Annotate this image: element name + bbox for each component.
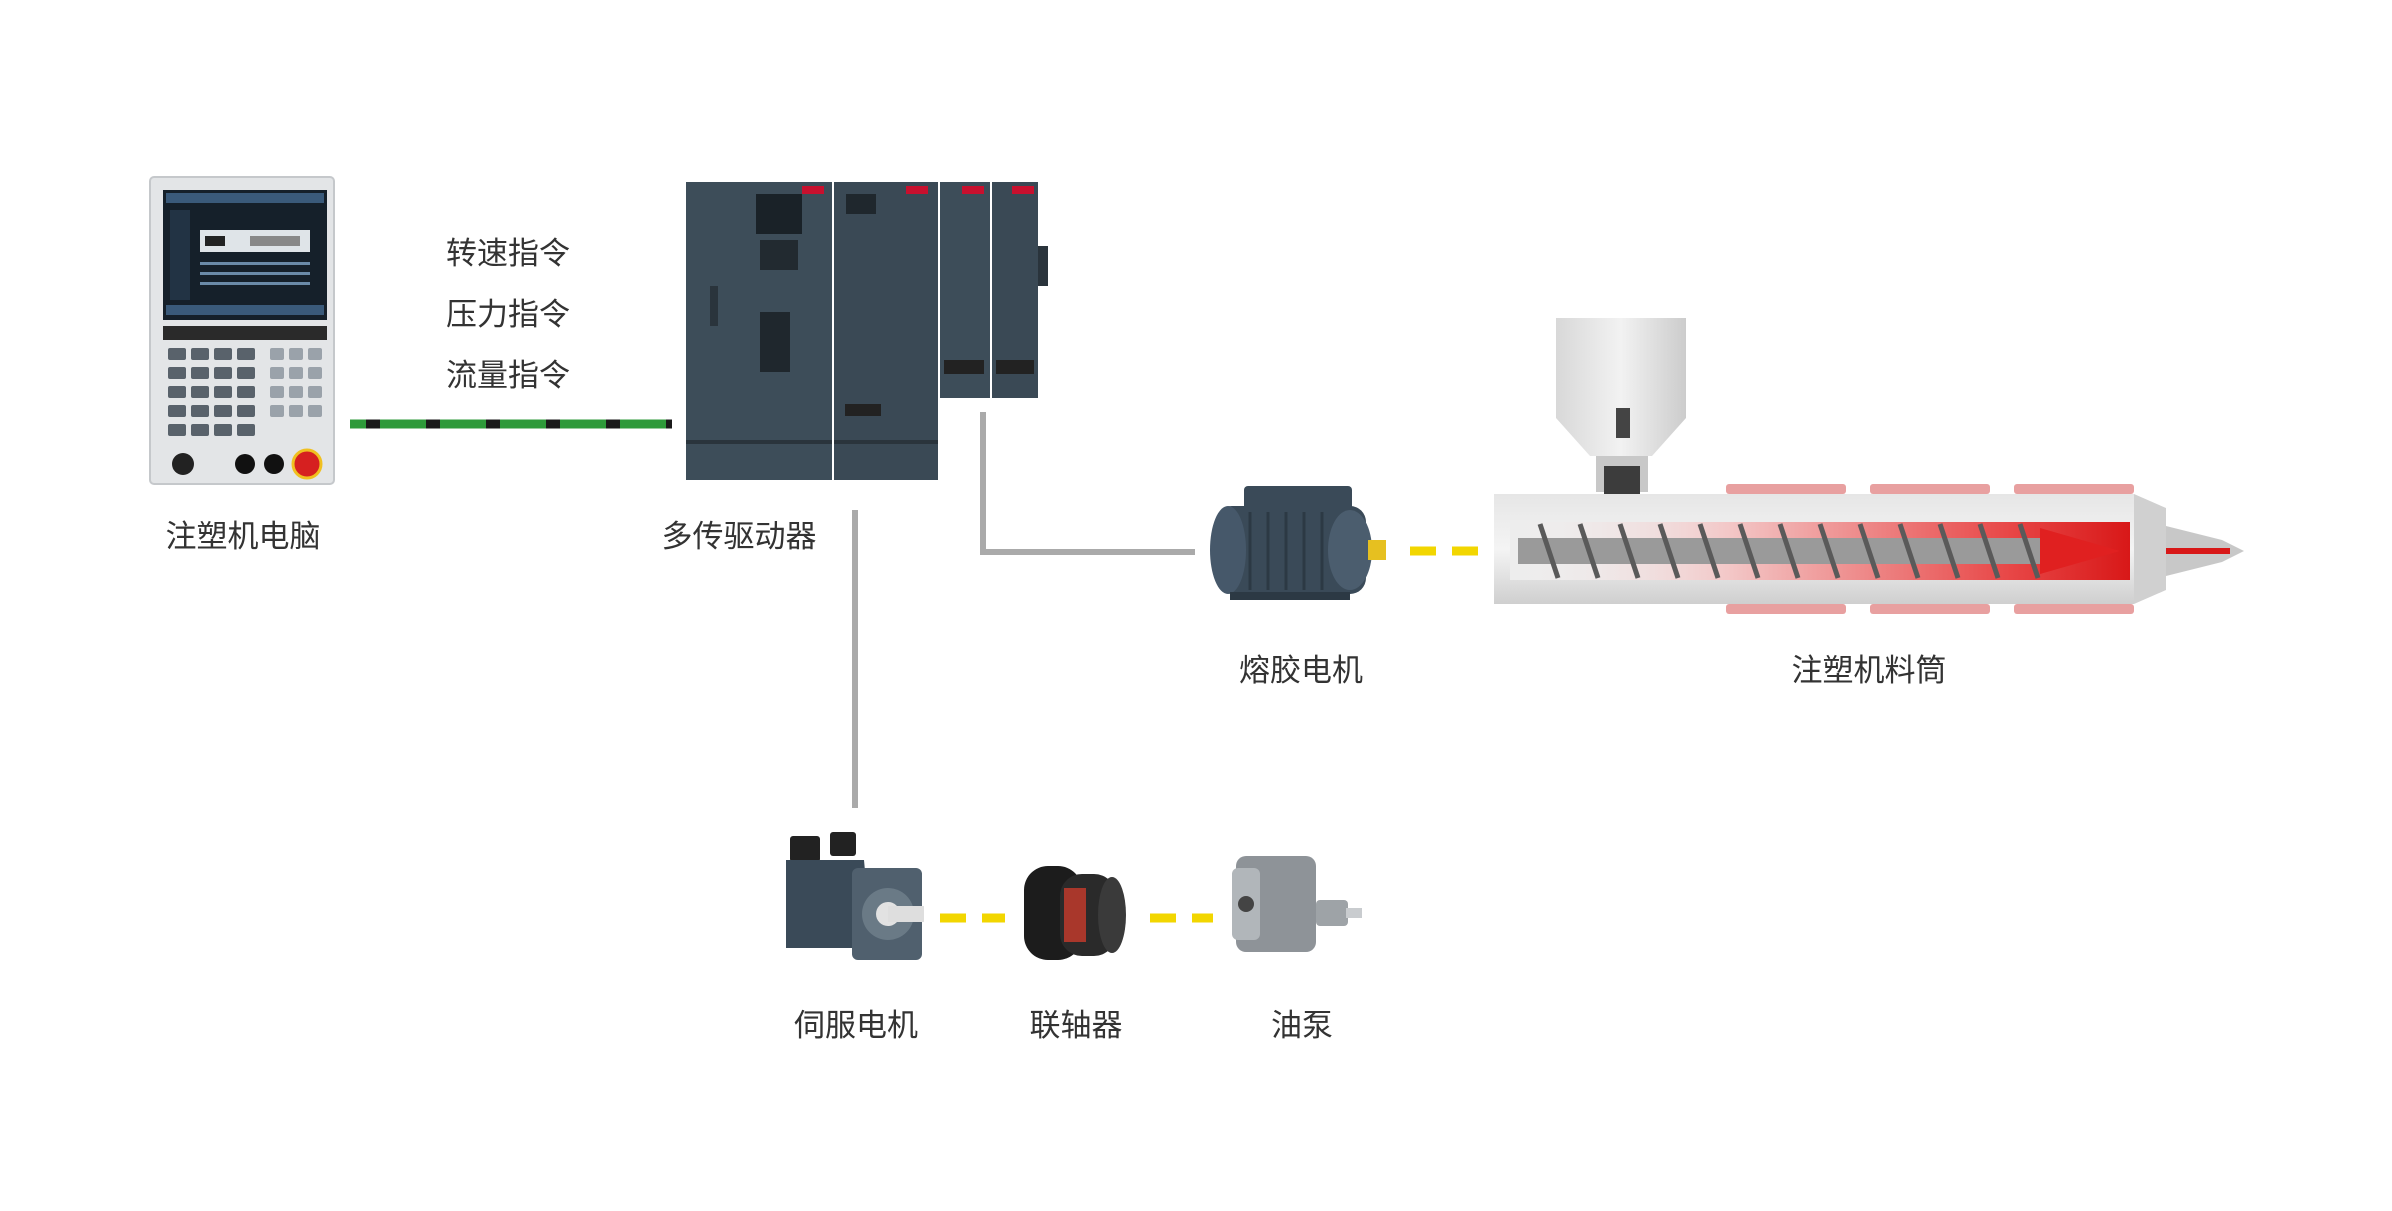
coupling: [1024, 866, 1126, 960]
command-flow: 流量指令: [446, 358, 570, 394]
command-speed: 转速指令: [446, 236, 570, 272]
label-oil-pump: 油泵: [1271, 1008, 1333, 1044]
injection-barrel: [1494, 318, 2244, 614]
melt-motor: [1210, 486, 1386, 600]
servo-motor: [786, 832, 924, 960]
label-drive: 多传驱动器: [661, 519, 817, 555]
injection-machine-computer: [149, 176, 335, 485]
hmi-screen: [163, 190, 327, 320]
label-barrel: 注塑机料筒: [1791, 653, 1947, 689]
hopper: [1556, 318, 1686, 418]
label-computer: 注塑机电脑: [165, 519, 321, 555]
label-coupling: 联轴器: [1029, 1008, 1123, 1044]
multi-drive-unit: [686, 182, 1048, 480]
command-pressure: 压力指令: [446, 297, 570, 333]
label-melt-motor: 熔胶电机: [1239, 653, 1363, 689]
emergency-stop-button: [291, 448, 323, 480]
melt-motor-power-cable: [980, 412, 1195, 555]
label-servo-motor: 伺服电机: [794, 1008, 918, 1044]
oil-pump: [1232, 856, 1362, 952]
